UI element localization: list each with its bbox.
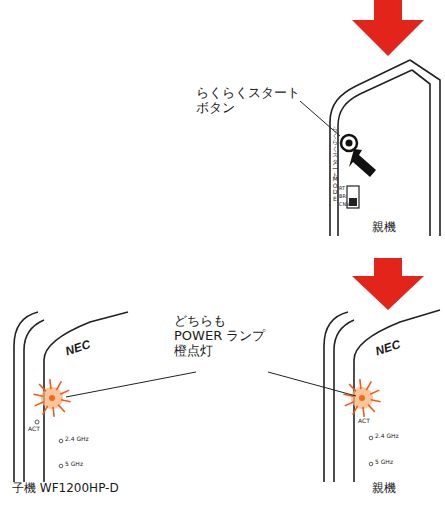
device-name: 子機 WF1200HP-D — [12, 482, 119, 496]
lamp-ray — [345, 402, 354, 406]
lamp-ray — [43, 406, 48, 415]
lamp-ray — [370, 390, 379, 394]
lamp-ray — [368, 405, 375, 412]
lamp-ray — [353, 406, 358, 415]
lamp-ray — [371, 400, 381, 402]
device-name: 親機 — [372, 482, 396, 496]
step-arrow — [352, 0, 424, 56]
brand-logo: NEC — [374, 338, 402, 359]
lamp-label: 5 GHz — [65, 461, 83, 468]
step-arrow — [352, 258, 424, 310]
lamp-ray — [349, 384, 356, 391]
lamp-ray — [58, 405, 65, 412]
device-print: らくらく スタート — [332, 126, 338, 179]
lamp-ray — [363, 407, 364, 417]
switch-knob — [349, 198, 357, 206]
lamp-glow — [33, 379, 380, 417]
device-name: 親機 — [372, 221, 396, 235]
brand-logo: NEC — [64, 338, 92, 359]
lamp-label: ACT — [28, 426, 40, 433]
power-lamp — [49, 395, 55, 401]
device-print: MODE — [332, 176, 338, 202]
lamp-ray — [35, 402, 44, 406]
router-body — [14, 312, 128, 482]
lamp-ray — [366, 381, 371, 390]
router-body — [324, 310, 440, 482]
button-label: らくらくスタート ボタン — [196, 86, 306, 116]
lamp-ray — [60, 390, 69, 394]
lamp-ray — [56, 381, 61, 390]
lamp-ray — [360, 379, 361, 389]
lamp-ray — [50, 379, 51, 389]
lamp-ray — [33, 394, 43, 396]
start-button — [346, 140, 353, 147]
callout-label: どちらも POWER ランプ 橙点灯 — [174, 314, 270, 359]
router-body — [330, 60, 440, 236]
switch-mark: CNV — [339, 202, 350, 208]
lamp-ray — [61, 400, 71, 402]
lamp-label: 2.4 GHz — [65, 436, 89, 443]
leader-line — [268, 372, 356, 396]
switch-mark: BR — [339, 194, 346, 200]
press-pointer — [349, 149, 376, 177]
start-button — [341, 135, 357, 151]
lamp-label: 5 GHz — [375, 459, 393, 466]
power-lamp — [359, 395, 365, 401]
lamp-ray — [39, 384, 46, 391]
switch-mark: RT — [339, 186, 345, 192]
lamp-label: 2.4 GHz — [375, 433, 399, 440]
leader-line — [66, 372, 196, 397]
led-dot — [35, 420, 373, 468]
lamp-ray — [53, 407, 54, 417]
lamp-label: ACT — [358, 418, 370, 425]
